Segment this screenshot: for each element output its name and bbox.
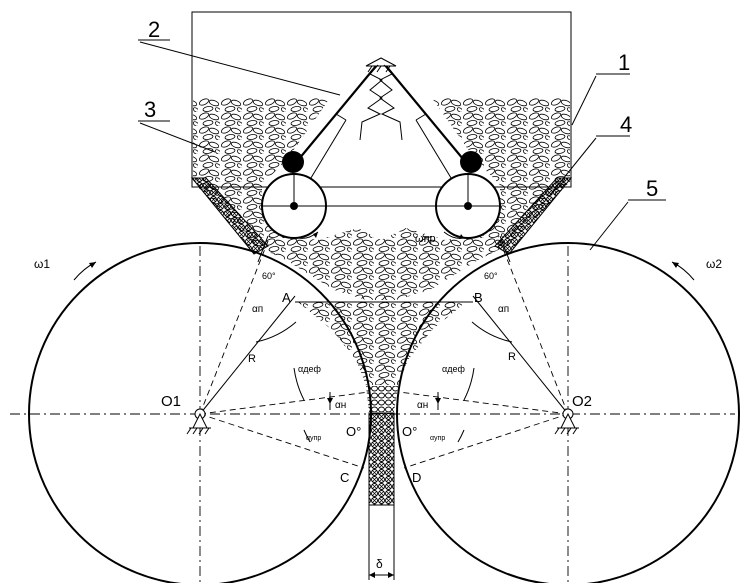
point-b-label: B bbox=[474, 290, 483, 305]
alpha-n-right-label: αн bbox=[417, 400, 428, 411]
alpha-n-left-label: αн bbox=[335, 400, 346, 411]
part-4-label: 4 bbox=[620, 112, 632, 137]
part-1-label: 1 bbox=[618, 50, 630, 75]
hopper-housing bbox=[191, 11, 572, 188]
roll-supports bbox=[186, 408, 579, 435]
gap-dimension bbox=[368, 505, 395, 580]
radius-right-label: R bbox=[508, 351, 516, 363]
alpha-upr-right-label: αупр bbox=[430, 435, 445, 442]
alpha-p-left-label: αп bbox=[252, 304, 263, 315]
angle-60-right-label: 60° bbox=[484, 271, 498, 281]
side-scrapers bbox=[190, 177, 573, 255]
omega-pr-label: ωпр bbox=[415, 233, 436, 245]
center-o1-label: O1 bbox=[161, 393, 181, 410]
alpha-upr-left-label: αупр bbox=[306, 435, 321, 442]
diagram-labels: 1 2 3 4 5 ω1 ω2 ωпр 60° 60° A B C D αп α… bbox=[34, 17, 722, 571]
rotation-arrows bbox=[73, 261, 695, 281]
angle-lines bbox=[199, 235, 569, 469]
origin-right-label: O° bbox=[402, 424, 417, 439]
origin-left-label: O° bbox=[346, 424, 361, 439]
angle-60-left-label: 60° bbox=[262, 271, 276, 281]
point-c-label: C bbox=[340, 470, 349, 485]
omega-1-label: ω1 bbox=[34, 257, 50, 271]
part-2-label: 2 bbox=[148, 17, 160, 42]
leader-lines bbox=[138, 39, 666, 251]
alpha-def-right-label: αдеф bbox=[442, 364, 465, 374]
omega-2-label: ω2 bbox=[706, 257, 722, 271]
feed-rollers bbox=[261, 151, 501, 239]
alpha-def-left-label: αдеф bbox=[298, 364, 321, 374]
point-a-label: A bbox=[282, 290, 291, 305]
gap-delta-label: δ bbox=[376, 557, 383, 571]
part-3-label: 3 bbox=[144, 97, 156, 122]
wedge-mechanism bbox=[293, 57, 469, 207]
radius-left-label: R bbox=[248, 353, 256, 365]
alpha-p-right-label: αп bbox=[498, 304, 509, 315]
point-d-label: D bbox=[412, 470, 421, 485]
part-5-label: 5 bbox=[646, 176, 658, 201]
center-o2-label: O2 bbox=[572, 393, 592, 410]
